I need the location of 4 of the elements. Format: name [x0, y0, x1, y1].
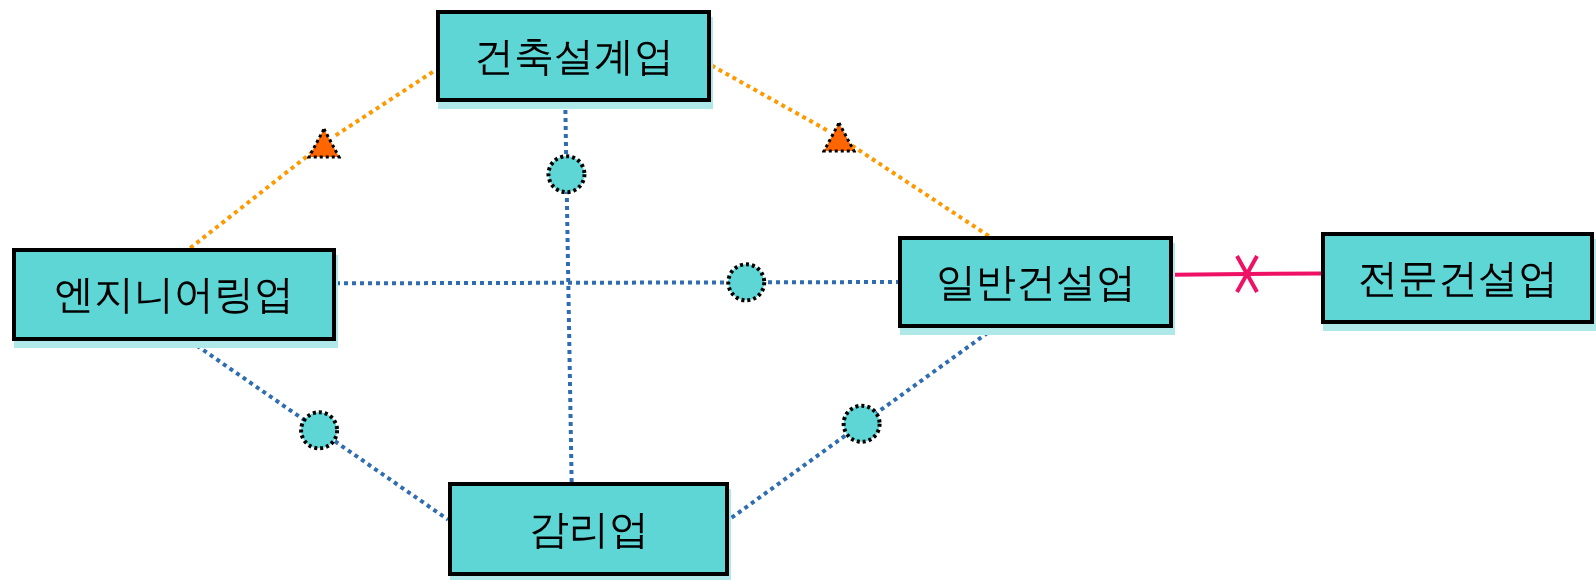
connector-line [336, 280, 898, 286]
connector-line [1173, 271, 1321, 277]
connector-line [849, 143, 990, 238]
connector-line [710, 63, 828, 132]
